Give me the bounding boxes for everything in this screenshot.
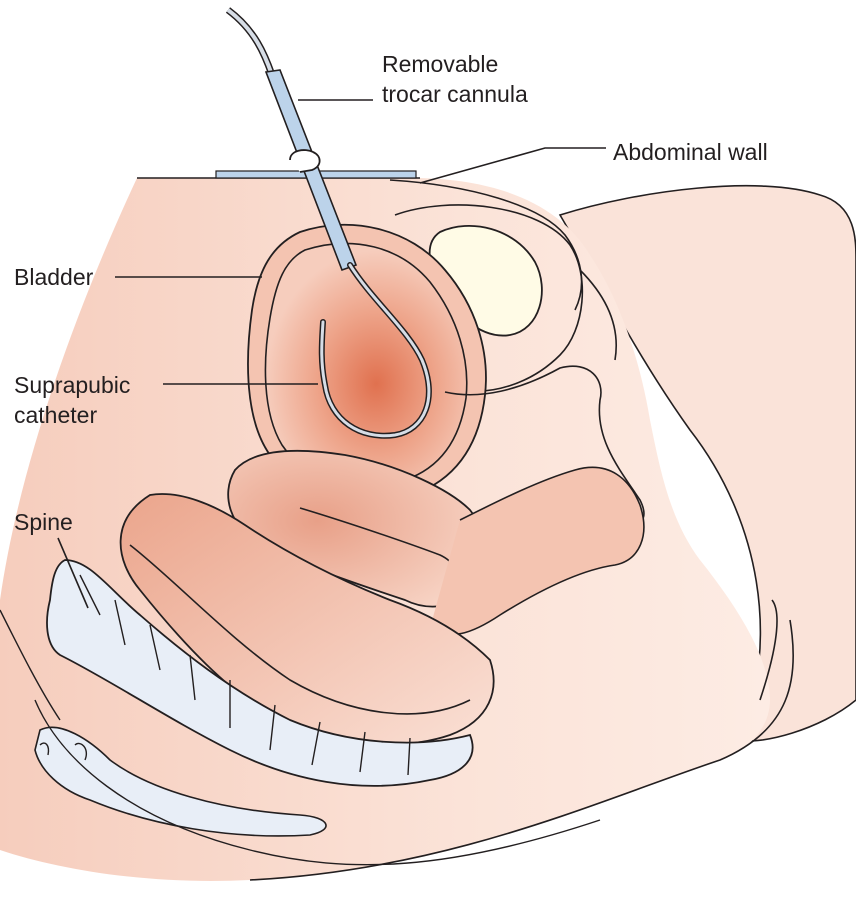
trocar-label-line2: trocar cannula <box>382 81 528 107</box>
leader-abdominal <box>419 147 606 184</box>
vaginal-canal <box>429 466 645 636</box>
abdominal-wall-label: Abdominal wall <box>613 139 768 165</box>
trocar-tube-inner <box>226 8 274 76</box>
lower-body-outline <box>249 599 795 881</box>
suprapubic-catheter-label: Suprapubic catheter <box>14 370 130 430</box>
spine-label: Spine <box>14 509 73 535</box>
trocar-tube <box>225 7 276 77</box>
leader-spine <box>57 537 89 609</box>
bladder-label: Bladder <box>14 264 94 290</box>
spine <box>46 559 474 787</box>
lower-spine-notches <box>39 742 87 761</box>
catheter-label-line2: catheter <box>14 402 98 428</box>
rectal-lumen <box>129 544 471 715</box>
catheter-label-line1: Suprapubic <box>14 372 131 398</box>
rectum <box>119 493 495 746</box>
trocar-label-line1: Removable <box>382 51 499 77</box>
suprapubic-catheter-inner <box>320 263 431 438</box>
lower-spine <box>34 726 327 837</box>
body-contour-lines <box>0 609 601 866</box>
spine-vertebra-lines <box>79 574 411 776</box>
pubic-bone-surround <box>394 204 584 393</box>
trocar-cannula-label: Removable trocar cannula <box>382 49 528 109</box>
trocar-clip <box>289 149 321 173</box>
thigh-region <box>558 184 856 742</box>
